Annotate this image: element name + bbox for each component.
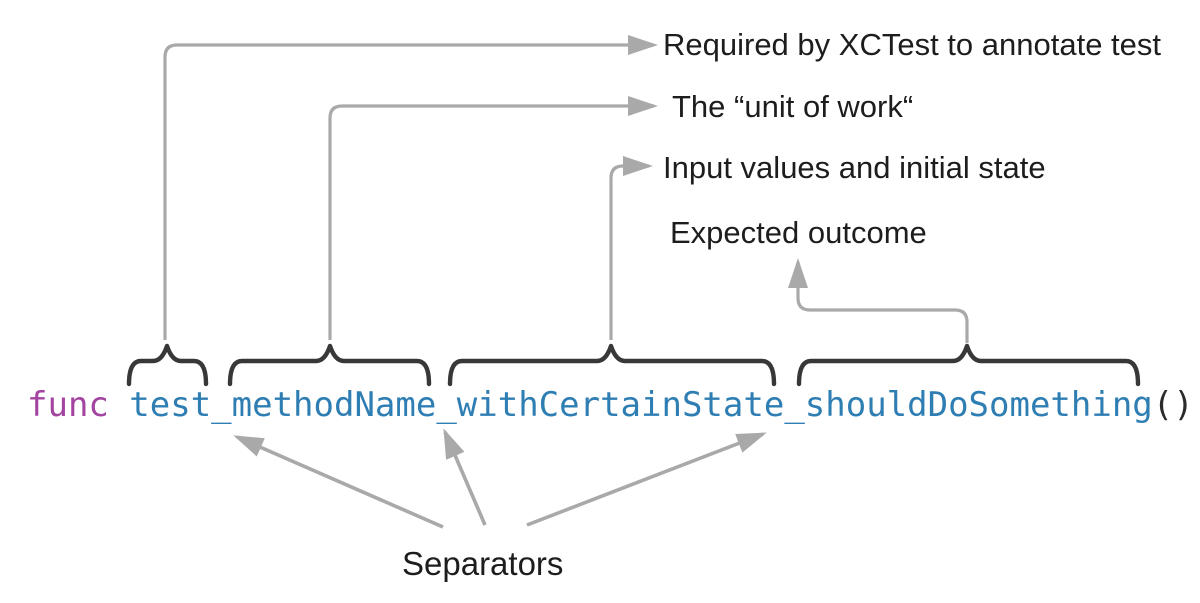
connector-unit-of-work-line [328, 96, 658, 340]
brace-method-name [227, 343, 432, 387]
code-method-name: test_methodName_withCertainState_shouldD… [129, 385, 1153, 425]
label-xctest-required: Required by XCTest to annotate test [663, 27, 1162, 62]
code-line: func test_methodName_withCertainState_sho… [27, 388, 1194, 422]
brace-test-prefix [126, 343, 209, 387]
brace-certain-state [447, 343, 777, 387]
code-keyword-func: func [27, 385, 109, 425]
label-input-values: Input values and initial state [663, 150, 1046, 185]
label-expected-outcome: Expected outcome [670, 215, 927, 250]
separator-arrow-left [233, 435, 444, 529]
separator-arrow-right [526, 432, 767, 527]
label-separators: Separators [402, 545, 564, 582]
brace-should-do-something [796, 343, 1141, 387]
connector-xctest-line [163, 35, 658, 340]
code-parentheses: () [1152, 385, 1194, 425]
separator-arrow-middle [443, 428, 487, 526]
connector-input-values-line [609, 156, 653, 340]
label-unit-of-work: The “unit of work“ [672, 89, 914, 124]
connector-expected-outcome-line [788, 258, 969, 343]
